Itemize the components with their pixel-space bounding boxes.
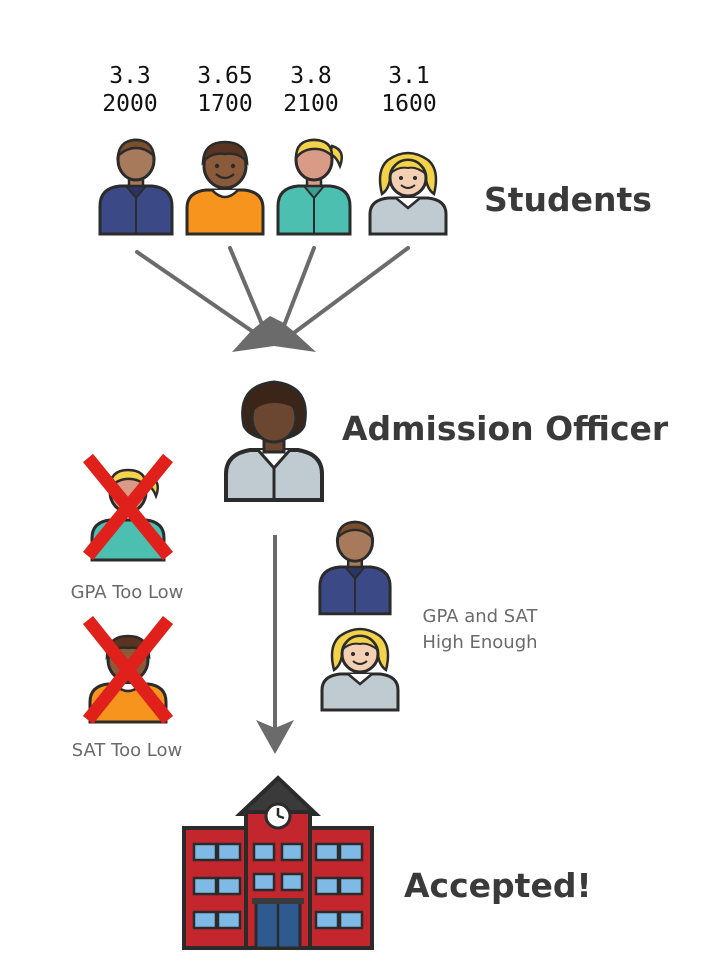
student-1-sat: 2000 [102, 91, 158, 117]
students-label: Students [484, 180, 652, 219]
accepted-gray-student-icon [320, 627, 400, 712]
student-4-scores: 3.1 1600 [364, 62, 454, 118]
student-1-gpa: 3.3 [109, 63, 151, 89]
student-2-gpa: 3.65 [197, 63, 253, 89]
sat-too-low-label: SAT Too Low [71, 740, 183, 761]
student-gray-shirt-icon [368, 151, 448, 236]
high-enough-line-2: High Enough [422, 632, 538, 653]
admission-officer-label: Admission Officer [342, 409, 669, 448]
student-3-sat: 2100 [283, 91, 339, 117]
rejected-sat-student-icon [82, 615, 174, 725]
student-teal-shirt-icon [276, 138, 352, 236]
student-4-sat: 1600 [381, 91, 437, 117]
school-building-icon [182, 775, 374, 950]
student-4-gpa: 3.1 [388, 63, 430, 89]
admission-officer-icon [224, 380, 324, 502]
student-blue-shirt-icon [98, 138, 174, 236]
high-enough-line-1: GPA and SAT [422, 606, 538, 627]
accepted-blue-student-icon [318, 520, 392, 616]
student-3-gpa: 3.8 [290, 63, 332, 89]
student-2-scores: 3.65 1700 [180, 62, 270, 118]
accepted-label: Accepted! [404, 866, 592, 905]
gpa-too-low-label: GPA Too Low [70, 582, 184, 603]
reject-x-icon [82, 453, 174, 561]
high-enough-label: GPA and SAT High Enough [400, 604, 560, 656]
reject-x-icon [82, 615, 174, 725]
student-3-scores: 3.8 2100 [266, 62, 356, 118]
student-1-scores: 3.3 2000 [85, 62, 175, 118]
student-orange-shirt-icon [185, 140, 265, 236]
student-2-sat: 1700 [197, 91, 253, 117]
rejected-gpa-student-icon [82, 453, 174, 562]
